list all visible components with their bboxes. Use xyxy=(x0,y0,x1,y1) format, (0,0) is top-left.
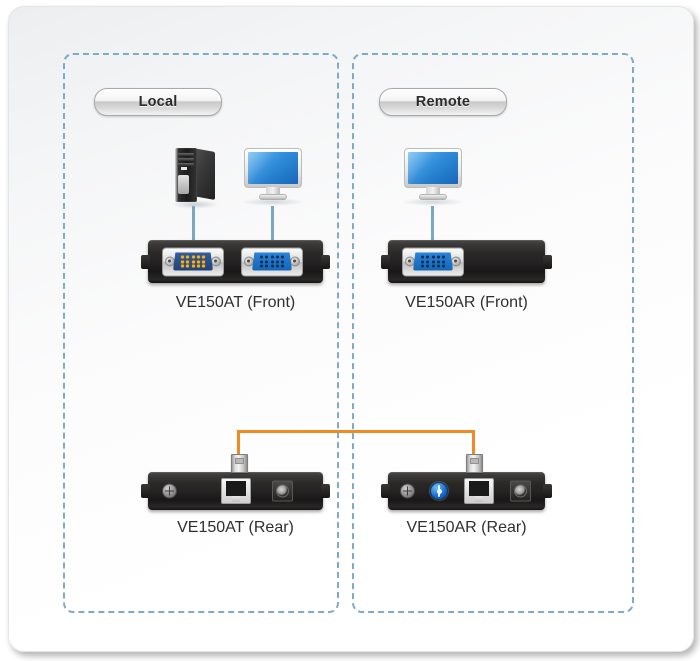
chassis-ear-left xyxy=(381,484,390,498)
vga-screw-hole xyxy=(405,256,415,267)
power-jack-icon[interactable] xyxy=(272,480,293,502)
vga-screw-hole xyxy=(244,256,254,267)
link-cable-segment-right xyxy=(472,430,475,458)
monitor-base xyxy=(259,194,287,200)
vga-screw-hole xyxy=(290,256,300,267)
rj45-plug-local xyxy=(231,454,248,473)
monitor-screen xyxy=(248,152,298,184)
monitor-bezel xyxy=(244,148,302,188)
link-cable-segment-top xyxy=(237,430,475,433)
chassis-ear-right xyxy=(321,484,330,498)
vga-pin-row xyxy=(259,260,285,263)
vga-screw-hole xyxy=(451,256,461,267)
vga-shell xyxy=(241,247,303,276)
vga-body xyxy=(413,252,453,271)
group-local xyxy=(63,53,339,613)
drive-bay xyxy=(178,153,194,156)
rj45-port-remote[interactable] xyxy=(464,478,494,504)
chassis-ear-right xyxy=(321,254,330,269)
badge-local: Local xyxy=(94,88,222,116)
rj45-tab xyxy=(232,496,240,502)
monitor-shadow xyxy=(241,198,305,206)
vga-pin-row xyxy=(180,255,206,259)
device-ve150ar-front xyxy=(381,240,552,283)
chassis-ear-left xyxy=(141,254,150,269)
caption-ve150ar-front: VE150AR (Front) xyxy=(405,294,528,311)
wire-monitor-to-vga xyxy=(271,206,274,264)
vga-screw-hole xyxy=(211,256,221,267)
grounding-screw-icon xyxy=(162,483,177,499)
vga-shell xyxy=(402,247,464,276)
vga-pin-row xyxy=(259,255,285,259)
device-ve150at-rear xyxy=(141,472,330,510)
monitor-bezel xyxy=(404,148,462,188)
vga-port-female[interactable] xyxy=(241,247,303,276)
monitor-neck xyxy=(426,187,440,195)
power-led-icon xyxy=(181,167,187,170)
tower-shadow xyxy=(171,200,219,209)
power-jack-icon[interactable] xyxy=(510,480,531,502)
remote-monitor-icon xyxy=(401,148,465,206)
group-remote xyxy=(352,53,634,613)
badge-remote: Remote xyxy=(379,88,507,116)
monitor-screen xyxy=(408,152,458,184)
vga-pin-row xyxy=(420,255,446,259)
rj45-port-local[interactable] xyxy=(221,478,251,504)
vga-pin-row xyxy=(180,264,206,268)
link-cable-segment-left xyxy=(237,430,240,458)
gain-dial-icon[interactable] xyxy=(430,482,448,500)
tower-front-door xyxy=(178,175,189,194)
rj45-cavity xyxy=(469,481,489,497)
vga-shell xyxy=(162,247,224,276)
vga-pin-row xyxy=(180,260,206,263)
vga-body xyxy=(252,252,292,271)
vga-body xyxy=(173,252,213,271)
local-monitor-icon xyxy=(241,148,305,206)
chassis-ear-right xyxy=(543,484,552,498)
vga-pin-row xyxy=(420,260,446,263)
device-ve150ar-rear xyxy=(381,472,552,510)
rj45-cavity xyxy=(226,481,246,497)
grounding-screw-icon xyxy=(400,483,415,499)
vga-pin-row xyxy=(259,264,285,268)
drive-bay xyxy=(178,163,194,166)
wire-remote-monitor-to-vga xyxy=(431,206,434,264)
vga-screw-hole xyxy=(165,256,175,267)
device-ve150at-front xyxy=(141,240,330,283)
rj45-tab xyxy=(475,496,483,502)
monitor-shadow xyxy=(401,198,465,206)
chassis-ear-left xyxy=(381,254,390,269)
vga-port-male[interactable] xyxy=(162,247,224,276)
monitor-neck xyxy=(266,187,280,195)
caption-ve150ar-rear: VE150AR (Rear) xyxy=(406,519,527,536)
monitor-base xyxy=(419,194,447,200)
vga-port-female[interactable] xyxy=(402,247,464,276)
chassis-ear-left xyxy=(141,484,150,498)
drive-bay xyxy=(178,158,194,161)
caption-ve150at-front: VE150AT (Front) xyxy=(175,294,296,311)
wire-computer-to-vga xyxy=(192,206,195,264)
vga-pin-row xyxy=(420,264,446,268)
caption-ve150at-rear: VE150AT (Rear) xyxy=(177,519,294,536)
computer-tower-icon xyxy=(171,148,219,209)
chassis-ear-right xyxy=(543,254,552,269)
rj45-plug-remote xyxy=(466,454,483,473)
